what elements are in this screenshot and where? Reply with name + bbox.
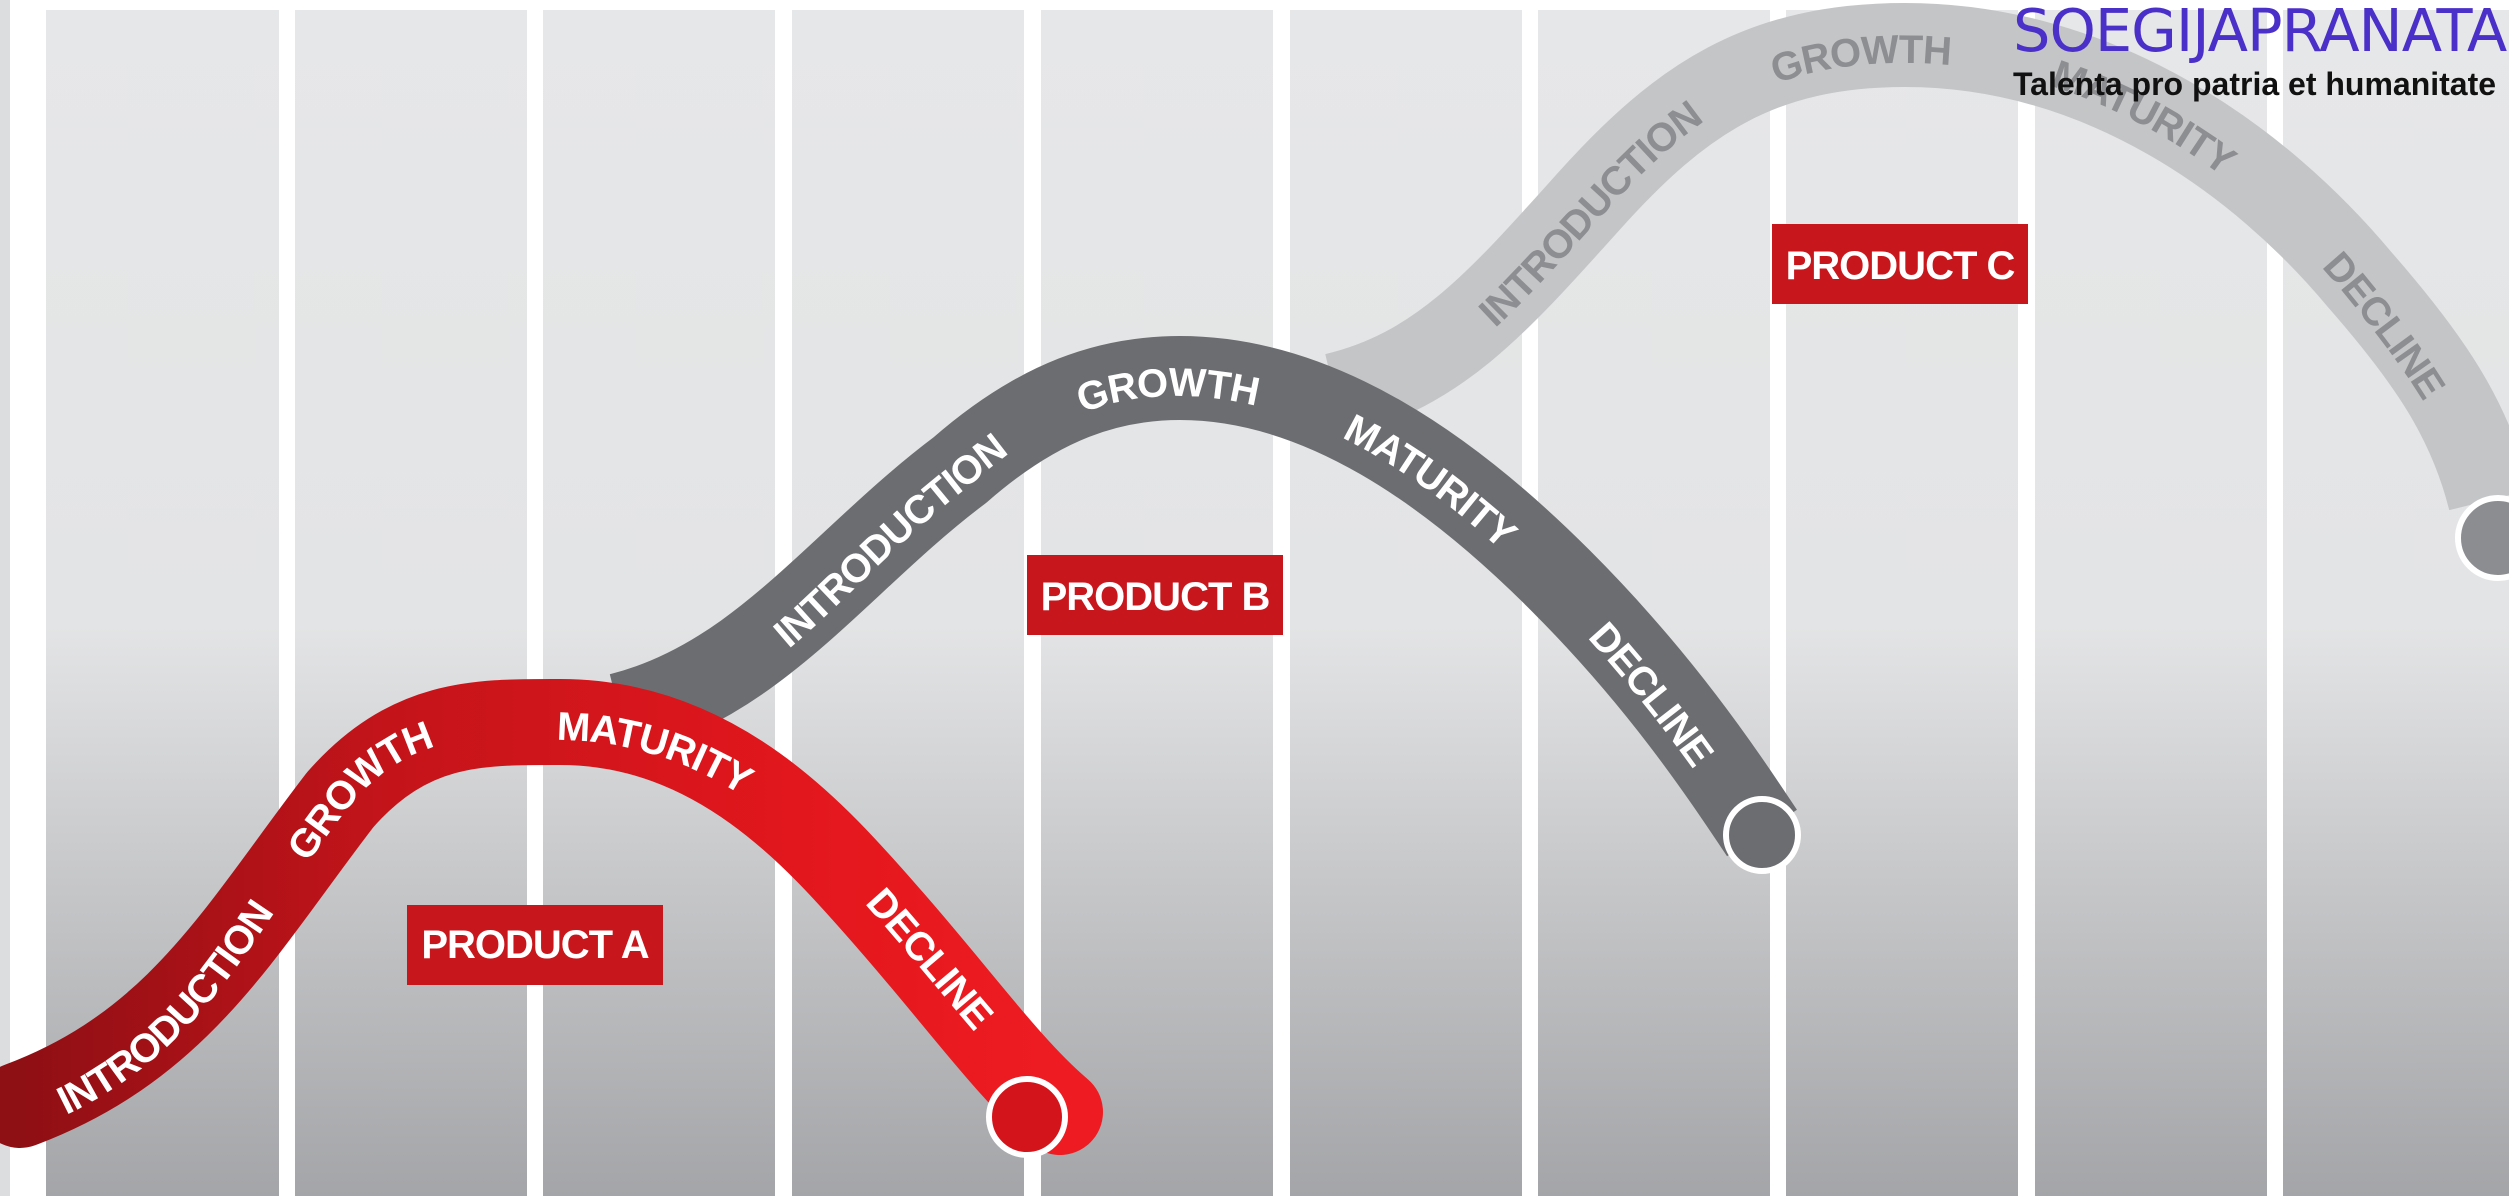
product-a-curve — [20, 722, 1068, 1158]
brand-block: SOEGIJAPRANATA Talenta pro patria et hum… — [2013, 0, 2507, 102]
product-a-label-box: PRODUCT A — [407, 905, 663, 985]
product-b-curve — [620, 378, 1798, 871]
product-c-curve — [1335, 45, 2509, 581]
product-c-label-box: PRODUCT C — [1772, 224, 2028, 304]
product-c-label: PRODUCT C — [1786, 244, 2015, 288]
background-column — [1290, 10, 1522, 1196]
product-a-label: PRODUCT A — [421, 923, 648, 967]
product-b-end-cap — [1723, 796, 1801, 874]
brand-tagline: Talenta pro patria et humanitate — [2013, 66, 2497, 102]
background-column — [543, 10, 775, 1196]
left-edge-strip — [0, 0, 10, 1196]
product-b-label-box: PRODUCT B — [1027, 555, 1283, 635]
product-c-end-cap — [2455, 495, 2509, 581]
product-a-end-cap — [986, 1076, 1068, 1158]
brand-name: SOEGIJAPRANATA — [2013, 0, 2507, 65]
background-column — [295, 10, 527, 1196]
background-column — [1786, 10, 2018, 1196]
product-b-label: PRODUCT B — [1041, 575, 1270, 619]
